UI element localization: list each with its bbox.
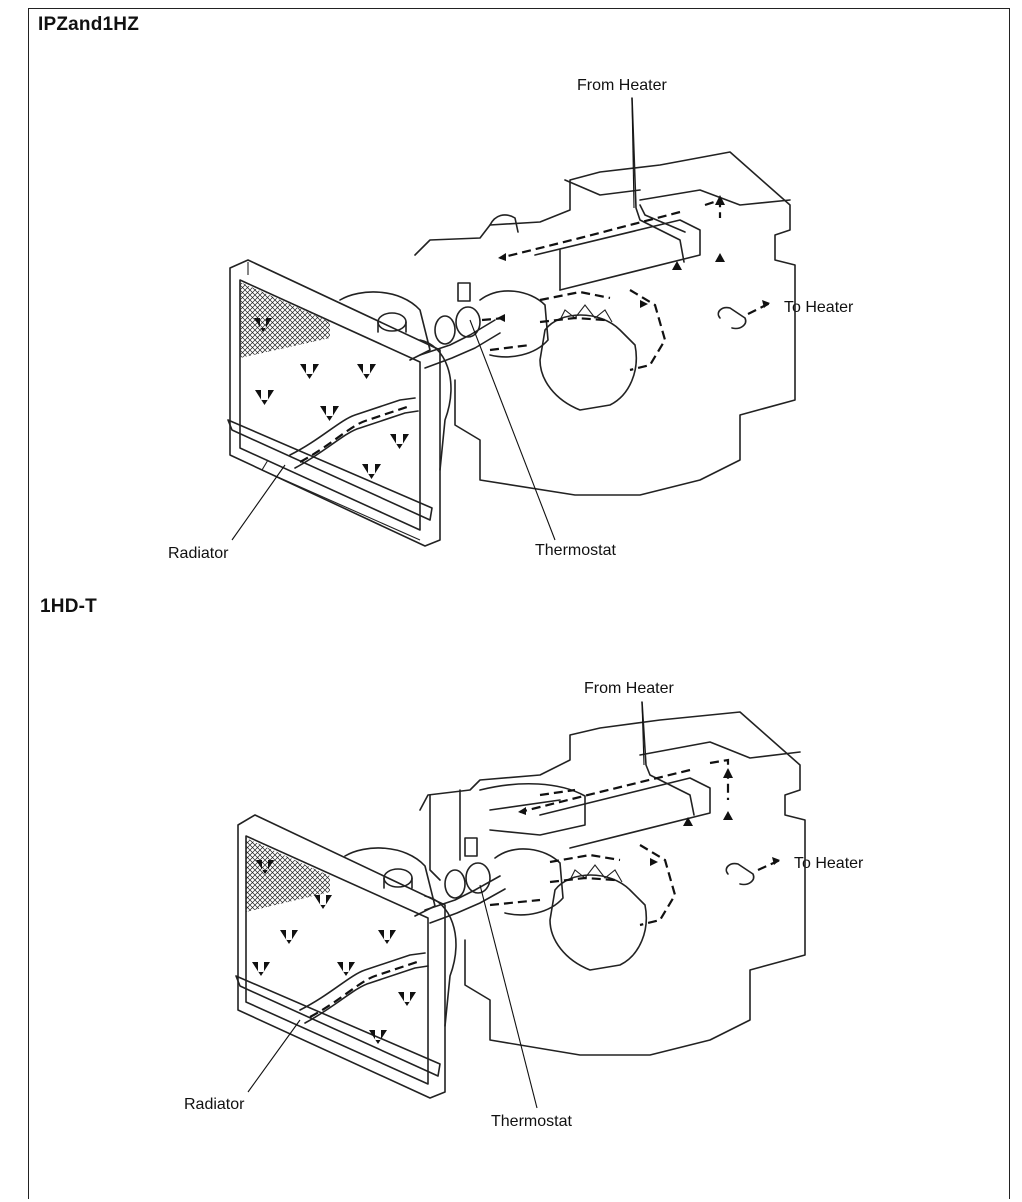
leader-from-heater-1 — [631, 97, 635, 209]
label-from-heater-2: From Heater — [584, 680, 674, 697]
engine-flow-arrows-2 — [489, 758, 781, 927]
label-from-heater-1: From Heater — [577, 77, 667, 94]
cooling-diagram-ipz-1hz — [227, 97, 796, 547]
leader-from-heater-2 — [641, 701, 645, 766]
radiator-flow-arrows-1 — [254, 318, 409, 479]
label-thermostat-1: Thermostat — [535, 542, 616, 559]
leader-radiator-1 — [231, 464, 286, 541]
cooling-diagram-1hd-t — [235, 701, 806, 1109]
radiator-1 — [227, 259, 452, 547]
label-radiator-2: Radiator — [184, 1096, 245, 1113]
figure-frame — [28, 8, 1010, 1199]
leader-thermostat-1 — [469, 319, 556, 541]
radiator-flow-arrows-2 — [252, 860, 416, 1044]
engine-block-2 — [419, 701, 806, 1056]
label-radiator-1: Radiator — [168, 545, 229, 562]
section-title-ipz-1hz: IPZand1HZ — [38, 14, 140, 35]
label-to-heater-1: To Heater — [784, 299, 854, 316]
leader-radiator-2 — [247, 1019, 301, 1093]
thermostat-housing-2 — [424, 837, 564, 924]
label-thermostat-2: Thermostat — [491, 1113, 572, 1130]
leader-thermostat-2 — [479, 884, 538, 1109]
thermostat-housing-1 — [419, 282, 549, 369]
engine-block-1 — [414, 97, 796, 496]
radiator-2 — [235, 814, 457, 1099]
section-title-1hd-t: 1HD-T — [40, 596, 97, 617]
engine-flow-arrows-1 — [481, 195, 771, 372]
label-to-heater-2: To Heater — [794, 855, 864, 872]
